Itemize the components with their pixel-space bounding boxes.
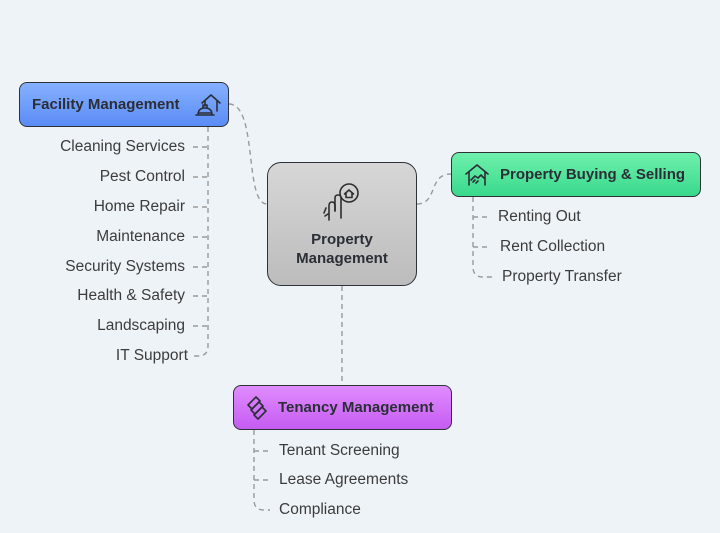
connector-center-facility	[228, 103, 268, 205]
tenancy-management-node[interactable]: Tenancy Management	[233, 385, 452, 430]
tenancy-bracket	[253, 430, 270, 511]
facility-item-pest-control: Pest Control	[99, 168, 185, 185]
facility-item-maintenance: Maintenance	[96, 228, 185, 245]
center-label-line1: Property	[311, 231, 373, 248]
tenancy-item-compliance: Compliance	[279, 501, 361, 518]
property-buying-selling-title: Property Buying & Selling	[500, 166, 686, 183]
buying-item-rent-collection: Rent Collection	[500, 238, 606, 255]
buying-bracket	[472, 197, 493, 278]
facility-item-security-systems: Security Systems	[65, 258, 185, 275]
facility-item-landscaping: Landscaping	[97, 317, 185, 334]
connector-center-buying	[416, 173, 452, 205]
center-node[interactable]: Property Management	[267, 162, 417, 286]
tenancy-management-title: Tenancy Management	[278, 399, 434, 416]
buying-item-property-transfer: Property Transfer	[502, 268, 622, 285]
documents-stack-icon	[247, 395, 267, 420]
tenancy-item-tenant-screening: Tenant Screening	[279, 442, 400, 459]
facility-bracket	[193, 127, 209, 357]
tenancy-item-lease-agreements: Lease Agreements	[279, 471, 409, 488]
facility-item-home-repair: Home Repair	[93, 198, 185, 215]
facility-item-health-safety: Health & Safety	[77, 287, 185, 304]
facility-item-it-support: IT Support	[115, 347, 188, 364]
buying-item-renting-out: Renting Out	[498, 208, 581, 225]
property-hand-icon	[323, 183, 359, 221]
house-handshake-icon	[465, 163, 489, 186]
facility-item-cleaning-services: Cleaning Services	[60, 138, 185, 155]
facility-management-node[interactable]: Facility Management	[19, 82, 229, 127]
facility-management-title: Facility Management	[32, 96, 180, 113]
building-worker-icon	[195, 94, 221, 116]
center-label-line2: Management	[296, 250, 388, 267]
property-buying-selling-node[interactable]: Property Buying & Selling	[451, 152, 701, 197]
